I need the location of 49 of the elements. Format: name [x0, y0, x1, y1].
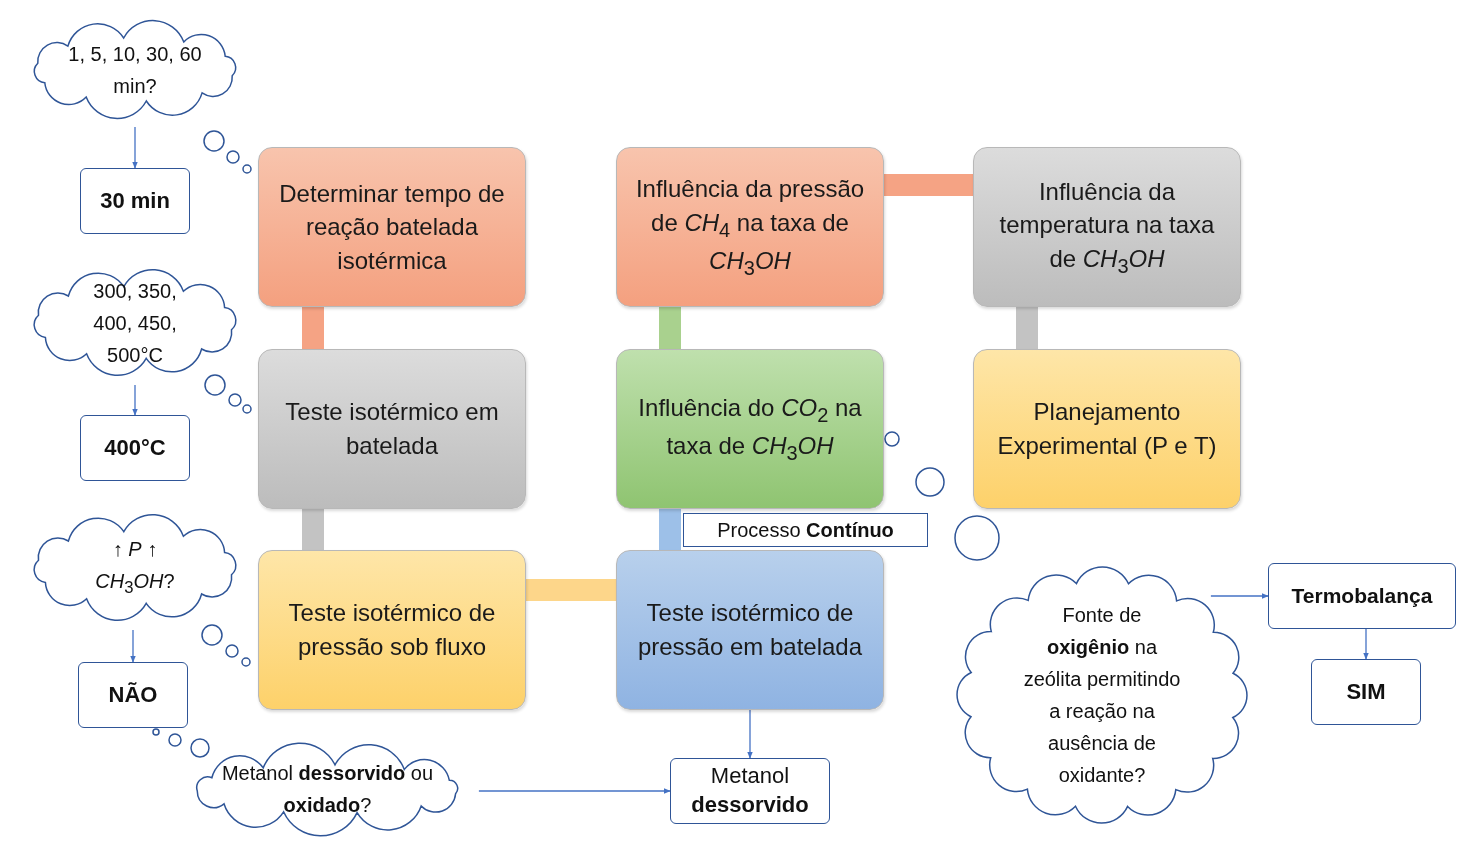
- box-text: Teste isotérmico de pressão sob fluxo: [287, 598, 497, 662]
- cloud-text: 1, 5, 10, 30, 60 min?: [67, 41, 203, 99]
- process-box: [616, 349, 884, 509]
- arrow: [130, 629, 136, 663]
- arrow: [1363, 628, 1369, 660]
- box-text: Determinar tempo de reação batelada isotérmica: [278, 178, 506, 276]
- connector-bar: [1016, 307, 1038, 349]
- result-text: 400°C: [104, 433, 166, 462]
- box-text: Teste isotérmico de pressão em batelada: [636, 598, 864, 662]
- result-box: [78, 662, 188, 728]
- result-text: Termobalança: [1291, 583, 1433, 610]
- process-box: [258, 550, 526, 710]
- arrow: [132, 126, 138, 169]
- process-box: [258, 349, 526, 509]
- note-box: [683, 513, 928, 547]
- result-box: [80, 415, 190, 481]
- result-box: [670, 758, 830, 824]
- result-box: [1311, 659, 1421, 725]
- cloud-text: 300, 350, 400, 450, 500°C: [92, 278, 178, 368]
- box-text: Influência da pressão de CH$_{4}$ na taxa de CH$_{3}$OH: [634, 174, 866, 281]
- process-box: [973, 349, 1241, 509]
- box-text: Influência da temperatura na taxa de CH$_{3}$OH: [998, 176, 1216, 279]
- box-text: Planejamento Experimental (P e T): [996, 397, 1218, 461]
- result-text: SIM: [1346, 677, 1386, 706]
- process-box: [258, 147, 526, 307]
- connector-bar: [302, 509, 324, 550]
- cloud-text: ↑ P ↑ CH$_{3}$OH?: [94, 537, 176, 600]
- note-text: Processo Contínuo: [717, 518, 894, 542]
- connector-bar: [659, 307, 681, 349]
- process-box: [973, 147, 1241, 307]
- box-text: Teste isotérmico em batelada: [284, 397, 500, 461]
- connector-bar: [526, 579, 616, 601]
- arrow: [132, 384, 138, 416]
- process-box: [616, 550, 884, 710]
- box-text: Influência do CO$_{2}$ na taxa de CH$_{3}$OH: [637, 393, 863, 466]
- connector-bar: [302, 307, 324, 349]
- result-box: [1268, 563, 1456, 629]
- result-text: NÃO: [108, 680, 158, 709]
- result-text: 30 min: [100, 186, 170, 215]
- arrow: [747, 709, 753, 759]
- arrow: [1210, 593, 1269, 599]
- process-box: [616, 147, 884, 307]
- connector-bar: [659, 509, 681, 550]
- cloud-text: Fonte de oxigênio na zeólita permitindo a reação na ausência de oxidante?: [1022, 603, 1182, 788]
- arrow: [478, 788, 671, 794]
- result-text: Metanol dessorvido: [690, 762, 810, 819]
- result-box: [80, 168, 190, 234]
- connector-bar: [884, 174, 973, 196]
- cloud-text: Metanol dessorvido ou oxidado?: [220, 761, 435, 818]
